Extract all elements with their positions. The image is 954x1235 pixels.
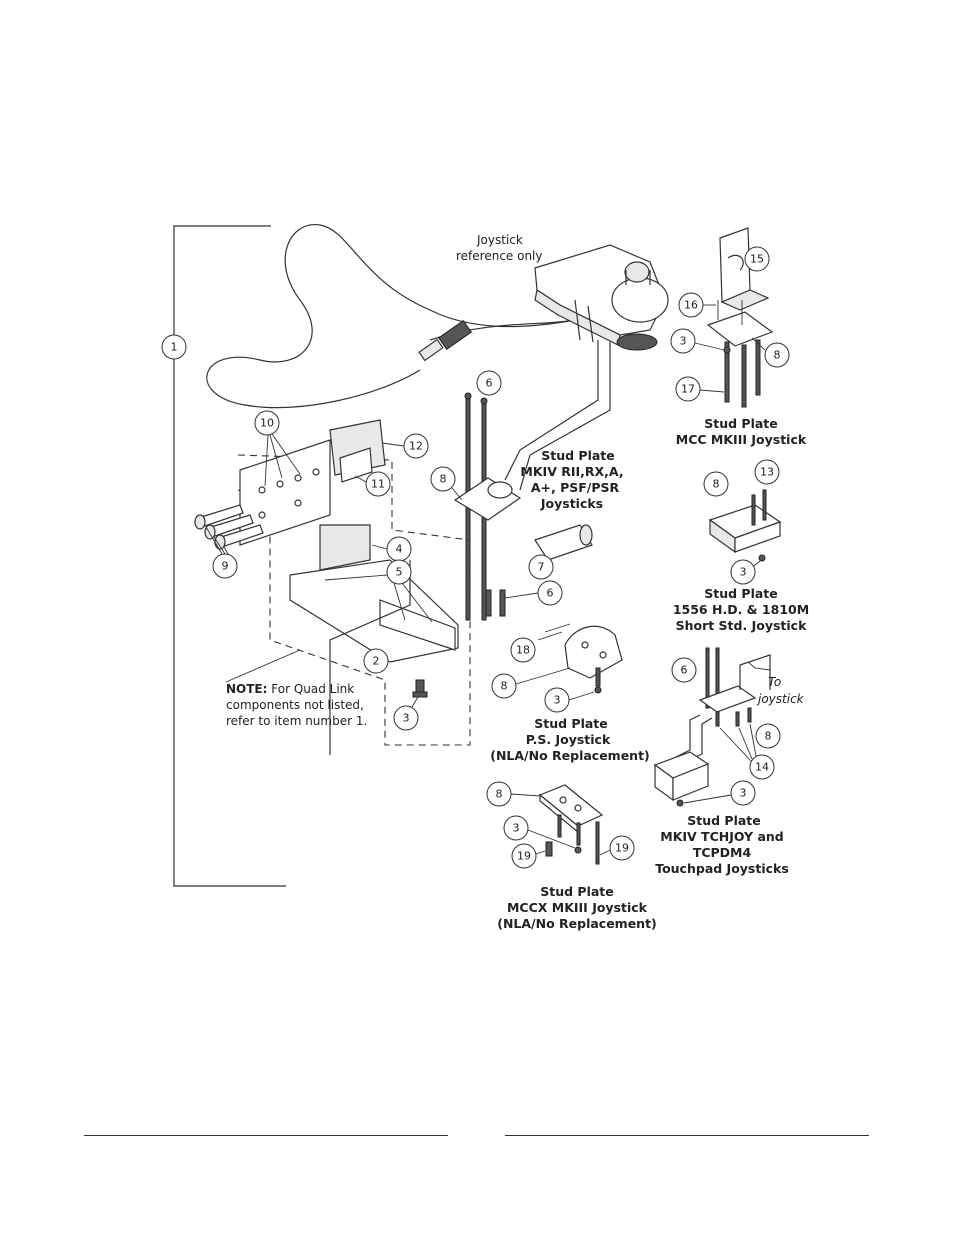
callout-3-mccx: 3 [513,822,520,835]
joystick-body: Joystick reference only [456,233,669,351]
note-line1: NOTE: For Quad Link [226,682,354,696]
caption-mccx-3: (NLA/No Replacement) [497,916,657,931]
mcc-mkiii-plate-group: 15 16 3 8 17 Stud Plate MCC MKIII Joysti… [670,227,807,447]
callout-3-hd: 3 [740,566,747,579]
quad-link-assembly: 10 12 11 9 4 5 2 3 [194,410,471,755]
callout-1: 1 [171,341,178,354]
caption-hd-1: Stud Plate [704,586,778,601]
joystick-ref-line2: reference only [456,249,543,263]
caption-mccx-1: Stud Plate [540,884,614,899]
callout-8-tch: 8 [765,730,772,743]
caption-ps-2: P.S. Joystick [526,732,611,747]
callout-16: 16 [684,299,698,312]
callout-3-mcc: 3 [680,335,687,348]
cable-connector [418,319,472,362]
caption-tch-3: TCPDM4 [693,845,752,860]
callout-5: 5 [396,566,403,579]
callout-10: 10 [260,417,274,430]
caption-mcc-2: MCC MKIII Joystick [676,432,807,447]
tchjoy-plate-group: 6 To joystick 8 14 3 Stud Plate MKIV TCH… [653,647,805,876]
callout-8-hd: 8 [713,478,720,491]
footer-rule-left [84,1135,448,1136]
note-line3: refer to item number 1. [226,714,367,728]
hd-1810m-plate-group: 8 13 3 Stud Plate 1556 H.D. & 1810M Shor… [673,459,809,633]
caption-ps-3: (NLA/No Replacement) [490,748,650,763]
item-1-bracket: 1 [161,225,286,887]
caption-hd-3: Short Std. Joystick [676,618,808,633]
callout-4: 4 [396,543,403,556]
callout-3-bracket: 3 [403,712,410,725]
caption-mkiv-2: MKIV RII,RX,A, [520,464,623,479]
joystick-cable [206,224,576,409]
callout-12: 12 [409,440,423,453]
callout-19-right: 19 [615,842,629,855]
callout-8-ps: 8 [501,680,508,693]
caption-mcc-1: Stud Plate [704,416,778,431]
callout-3-ps: 3 [554,694,561,707]
caption-mccx-2: MCCX MKIII Joystick [507,900,648,915]
callout-8-mccx: 8 [496,788,503,801]
callout-6-mkiv-bottom: 6 [547,587,554,600]
caption-hd-2: 1556 H.D. & 1810M [673,602,809,617]
caption-mkiv-1: Stud Plate [541,448,615,463]
caption-ps-1: Stud Plate [534,716,608,731]
callout-6-mkiv-top: 6 [486,377,493,390]
mccx-plate-group: 8 3 19 19 Stud Plate MCCX MKIII Joystick… [486,781,657,931]
callout-15: 15 [750,253,764,266]
callout-3-tch: 3 [740,787,747,800]
mkiv-plate-group: 6 8 7 6 Stud Plate MKIV RII,RX,A, A+, PS… [430,370,624,621]
caption-tch-4: Touchpad Joysticks [655,861,789,876]
caption-mkiv-4: Joysticks [540,496,603,511]
callout-18: 18 [516,644,530,657]
callout-8-mcc: 8 [774,349,781,362]
note-line2: components not listed, [226,698,364,712]
callout-9: 9 [222,560,229,573]
to-joystick-line1: To [768,675,781,689]
callout-17: 17 [681,383,695,396]
callout-19-left: 19 [517,850,531,863]
caption-mkiv-3: A+, PSF/PSR [531,480,620,495]
callout-2: 2 [373,655,380,668]
footer-rule-right [505,1135,869,1136]
ps-plate-group: 18 8 3 Stud Plate P.S. Joystick (NLA/No … [490,623,650,763]
mount-outline [504,340,611,491]
callout-13: 13 [760,466,774,479]
caption-tch-2: MKIV TCHJOY and [660,829,783,844]
callout-7: 7 [538,561,545,574]
joystick-ref-line1: Joystick [476,233,523,247]
callout-14: 14 [755,761,769,774]
callout-6-tch: 6 [681,664,688,677]
to-joystick-line2: joystick [756,692,805,706]
callout-8-mkiv: 8 [440,473,447,486]
note-block: NOTE: For Quad Link components not liste… [226,682,367,728]
callout-11: 11 [371,478,385,491]
caption-tch-1: Stud Plate [687,813,761,828]
